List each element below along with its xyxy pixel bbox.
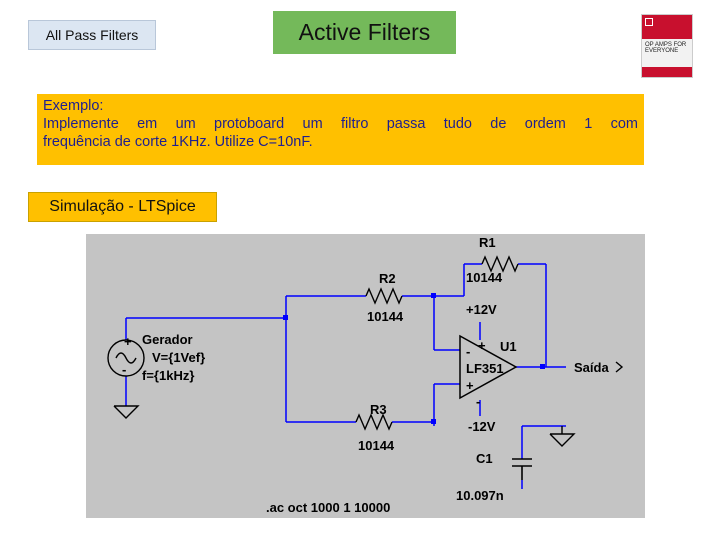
book-cover-line2: EVERYONE xyxy=(645,48,679,54)
simulation-tag: Simulação - LTSpice xyxy=(28,192,217,222)
ground-source-icon xyxy=(113,405,140,419)
opamp-label: U1 xyxy=(500,339,517,354)
ground-opamp-icon xyxy=(549,433,576,447)
output-arrow-icon xyxy=(615,361,624,373)
page-title: Active Filters xyxy=(273,11,456,54)
r2-value: 10144 xyxy=(367,309,404,324)
example-text-line2: frequência de corte 1KHz. Utilize C=10nF… xyxy=(43,134,313,150)
source-frequency: f={1kHz} xyxy=(142,368,194,383)
section-tag-all-pass: All Pass Filters xyxy=(28,20,156,50)
ac-source-icon xyxy=(107,339,145,377)
page-title-label: Active Filters xyxy=(298,19,431,45)
source-minus-sign: - xyxy=(122,362,126,377)
r1-value: 10144 xyxy=(466,270,503,285)
output-label: Saída xyxy=(574,360,609,375)
schematic-svg: + - - + + - R1 10144 R2 10144 R3 xyxy=(107,235,624,515)
publisher-logo-icon xyxy=(645,18,653,26)
simulation-tag-label: Simulação - LTSpice xyxy=(49,198,196,215)
r3-value: 10144 xyxy=(358,438,395,453)
example-heading: Exemplo: xyxy=(43,98,104,114)
c1-value: 10.097n xyxy=(456,488,504,503)
section-tag-label: All Pass Filters xyxy=(45,27,139,43)
vpos-label: +12V xyxy=(466,302,497,317)
opamp-vpos-sign: + xyxy=(478,338,486,353)
opamp-noninv-sign: + xyxy=(466,378,474,393)
spice-directive: .ac oct 1000 1 10000 xyxy=(266,500,390,515)
source-name: Gerador xyxy=(142,332,193,347)
vneg-label: -12V xyxy=(468,419,496,434)
opamp-model: LF351 xyxy=(466,361,504,376)
junction-dot xyxy=(431,293,436,298)
resistor-r1-icon xyxy=(481,255,519,273)
r3-label: R3 xyxy=(370,402,387,417)
example-text-line1: Implemente em um protoboard um filtro pa… xyxy=(43,116,638,132)
resistor-r2-icon xyxy=(365,287,403,305)
source-voltage: V={1Vef} xyxy=(152,350,205,365)
opamp-inverting-sign: - xyxy=(466,344,470,359)
junction-dot xyxy=(540,364,545,369)
opamp-vneg-sign: - xyxy=(476,394,480,409)
r2-label: R2 xyxy=(379,271,396,286)
resistor-r3-icon xyxy=(355,413,393,431)
example-box: Exemplo: Implemente em um protoboard um … xyxy=(37,94,644,165)
ltspice-schematic: + - - + + - R1 10144 R2 10144 R3 xyxy=(86,234,645,518)
junction-dot xyxy=(431,419,436,424)
c1-label: C1 xyxy=(476,451,493,466)
junction-dot xyxy=(283,315,288,320)
r1-label: R1 xyxy=(479,235,496,250)
opamp-u1-icon xyxy=(459,334,518,400)
book-cover-image: OP AMPS FOR EVERYONE xyxy=(641,14,693,78)
book-cover-line1: OP AMPS FOR xyxy=(645,42,687,48)
source-plus-sign: + xyxy=(124,334,132,349)
